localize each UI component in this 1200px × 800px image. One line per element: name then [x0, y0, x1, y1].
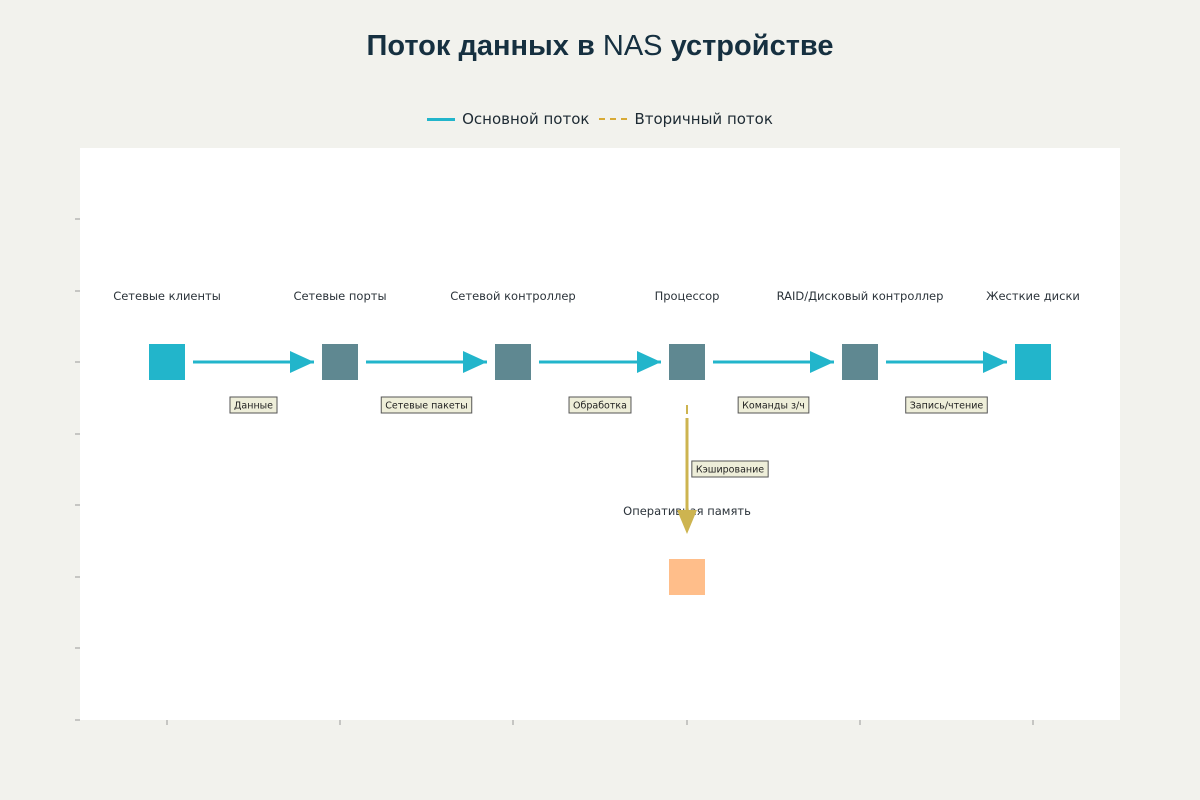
node-label-clients: Сетевые клиенты — [113, 289, 221, 303]
edge-label-ports-controller-text: Сетевые пакеты — [385, 401, 467, 412]
arrowhead-clients-ports — [290, 351, 314, 373]
edge-label-controller-cpu-box — [568, 396, 632, 414]
node-label-cpu: Процессор — [655, 289, 720, 303]
title-part-3: устройстве — [662, 30, 834, 62]
nodes-layer: Сетевые клиенты Сетевые порты Сетевой конт… — [113, 289, 1080, 595]
legend: Основной поток Вторичный поток — [0, 110, 1200, 128]
edge-label-controller-cpu: Обработка — [568, 396, 632, 414]
node-label-raid: RAID/Дисковый контроллер — [777, 289, 944, 303]
node-label-ports: Сетевые порты — [293, 289, 386, 303]
edge-label-clients-ports-text: Данные — [234, 401, 273, 412]
node-label-controller: Сетевой контроллер — [450, 289, 575, 303]
node-clients — [149, 344, 185, 380]
node-disks — [1015, 344, 1051, 380]
edges-layer — [193, 351, 1007, 534]
legend-item-secondary: Вторичный поток — [599, 110, 773, 128]
axis-ticks — [75, 218, 1034, 725]
edge-label-ports-controller: Сетевые пакеты — [380, 396, 473, 414]
edge-label-raid-disks: Запись/чтение — [905, 396, 988, 414]
node-cpu — [669, 344, 705, 380]
page-title: Поток данных в NAS устройстве — [0, 30, 1200, 63]
edge-label-raid-disks-text: Запись/чтение — [910, 401, 984, 412]
arrowhead-ports-controller — [463, 351, 487, 373]
legend-swatch-primary — [427, 117, 456, 121]
node-label-disks: Жесткие диски — [986, 289, 1080, 303]
edge-label-cpu-raid-box — [737, 396, 810, 414]
arrowhead-cpu-raid — [810, 351, 834, 373]
plot-area — [80, 148, 1120, 720]
edge-label-clients-ports: Данные — [229, 396, 278, 414]
edge-label-cpu-raid-text: Команды з/ч — [742, 401, 805, 412]
legend-label-primary: Основной поток — [462, 110, 590, 128]
title-part-1: Поток данных в — [366, 30, 603, 62]
legend-swatch-secondary — [599, 118, 628, 120]
edge-labels-layer: Данные Сетевые пакеты Обработка Команды з/ч… — [229, 396, 988, 478]
edge-label-cpu-ram: Кэширование — [691, 460, 769, 478]
legend-item-primary: Основной поток — [427, 110, 589, 128]
title-part-2: NAS — [602, 30, 663, 62]
node-raid — [842, 344, 878, 380]
legend-label-secondary: Вторичный поток — [634, 110, 773, 128]
node-ports — [322, 344, 358, 380]
arrowhead-controller-cpu — [637, 351, 661, 373]
node-controller — [495, 344, 531, 380]
arrowhead-raid-disks — [983, 351, 1007, 373]
edge-label-controller-cpu-text: Обработка — [573, 401, 627, 412]
edge-label-clients-ports-box — [229, 396, 278, 414]
edge-label-cpu-ram-box — [691, 460, 769, 478]
edge-label-raid-disks-box — [905, 396, 988, 414]
edge-label-ports-controller-box — [380, 396, 473, 414]
node-ram — [669, 559, 705, 595]
edge-label-cpu-ram-text: Кэширование — [696, 465, 764, 476]
arrowhead-cpu-ram — [677, 510, 697, 534]
edge-label-cpu-raid: Команды з/ч — [737, 396, 810, 414]
